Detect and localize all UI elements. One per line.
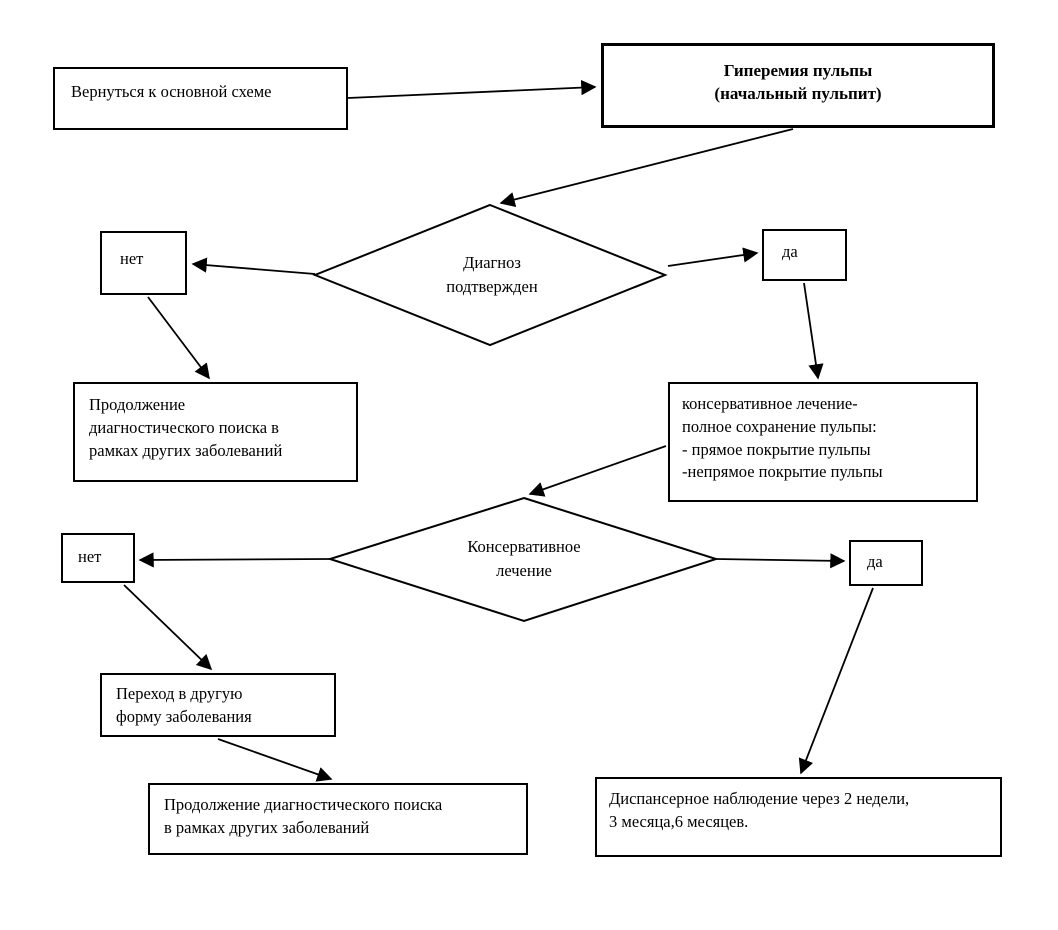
arrow-transition-to-continue2 bbox=[217, 738, 333, 782]
no-label-box-1: нет bbox=[100, 231, 187, 295]
dispensary-observation-box: Диспансерное наблюдение через 2 недели, … bbox=[595, 777, 1002, 857]
arrow-return-to-title bbox=[347, 79, 597, 99]
transition-other-form-box: Переход в другую форму заболевания bbox=[100, 673, 336, 737]
return-to-main-scheme-box[interactable]: Вернуться к основной схеме bbox=[53, 67, 348, 130]
conservative-treatment-box: консервативное лечение- полное сохранени… bbox=[668, 382, 978, 502]
arrow-conservative-to-decision2 bbox=[528, 445, 667, 497]
continue-search-box-1: Продолжение диагностического поиска в ра… bbox=[73, 382, 358, 482]
decision2-label: Консервативное лечение bbox=[467, 537, 581, 580]
diagnosis-title-box: Гиперемия пульпы (начальный пульпит) bbox=[601, 43, 995, 128]
arrow-decision2-to-yes2 bbox=[715, 553, 846, 569]
yes-label-box-2: да bbox=[849, 540, 923, 586]
no-label-box-2: нет bbox=[61, 533, 135, 583]
arrow-no2-to-transition bbox=[123, 584, 213, 671]
arrow-no1-to-continue1 bbox=[147, 296, 210, 380]
decision2-diamond bbox=[326, 496, 720, 623]
arrow-decision1-to-no1 bbox=[191, 257, 316, 275]
decision1-diamond bbox=[312, 203, 668, 347]
arrow-title-to-decision1 bbox=[499, 128, 794, 208]
decision1-label: Диагноз подтвержден bbox=[446, 253, 538, 296]
arrow-yes1-to-conservative bbox=[803, 282, 824, 380]
yes-label-box-1: да bbox=[762, 229, 847, 281]
arrow-decision2-to-no2 bbox=[138, 552, 331, 568]
continue-search-box-2: Продолжение диагностического поиска в ра… bbox=[148, 783, 528, 855]
arrow-decision1-to-yes1 bbox=[667, 247, 759, 267]
arrow-yes2-to-dispensary bbox=[798, 587, 874, 775]
